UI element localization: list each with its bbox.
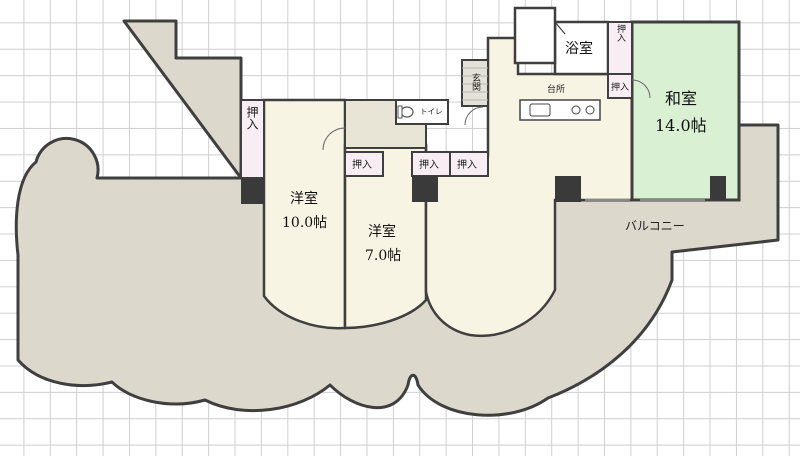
closet-western-b [344,151,384,177]
label-closet-japanese-side: 押入 [611,81,629,93]
label-entrance: 玄関 [470,72,481,92]
door-swing-1 [322,127,346,151]
pillar-4 [710,176,726,200]
pillar-2 [412,176,438,202]
label-closet-center-b: 押入 [457,158,477,171]
closet-japanese-side [607,73,633,99]
door-swing-3 [631,79,651,99]
closet-center-a [411,151,451,177]
label-western-b-size: 7.0帖 [365,248,401,264]
pillar-1 [241,178,264,204]
kitchen-sink [529,103,551,117]
label-western-a-size: 10.0帖 [282,215,327,231]
label-toilet: トイレ [420,107,443,116]
bath-entry [513,6,557,65]
label-balcony: バルコニー [625,219,685,233]
door-swing-2 [464,106,484,126]
label-kitchen: 台所 [547,83,565,95]
label-western-a-name: 洋室 [290,190,318,207]
label-western-b-name: 洋室 [368,223,396,240]
label-japanese-name: 和室 [665,89,697,108]
pillar-3 [555,176,581,202]
closet-center-b [449,151,489,177]
stove-burner-1 [571,105,581,115]
entrance-tiles [462,67,488,101]
stove-burner-2 [585,105,595,115]
label-closet-center-a: 押入 [419,158,439,171]
room-japanese [630,20,741,202]
label-closet-bath-side: 押入 [615,23,626,42]
bath-door-line [554,21,566,35]
toilet-fixture [400,106,414,118]
toilet-tank [397,105,403,119]
label-closet-left: 押入 [245,106,259,130]
label-closet-western-b: 押入 [352,158,372,171]
closet-bath-side [607,21,633,75]
label-japanese-size: 14.0帖 [655,116,707,135]
room-western-b [343,143,428,330]
label-bath: 浴室 [565,40,593,57]
